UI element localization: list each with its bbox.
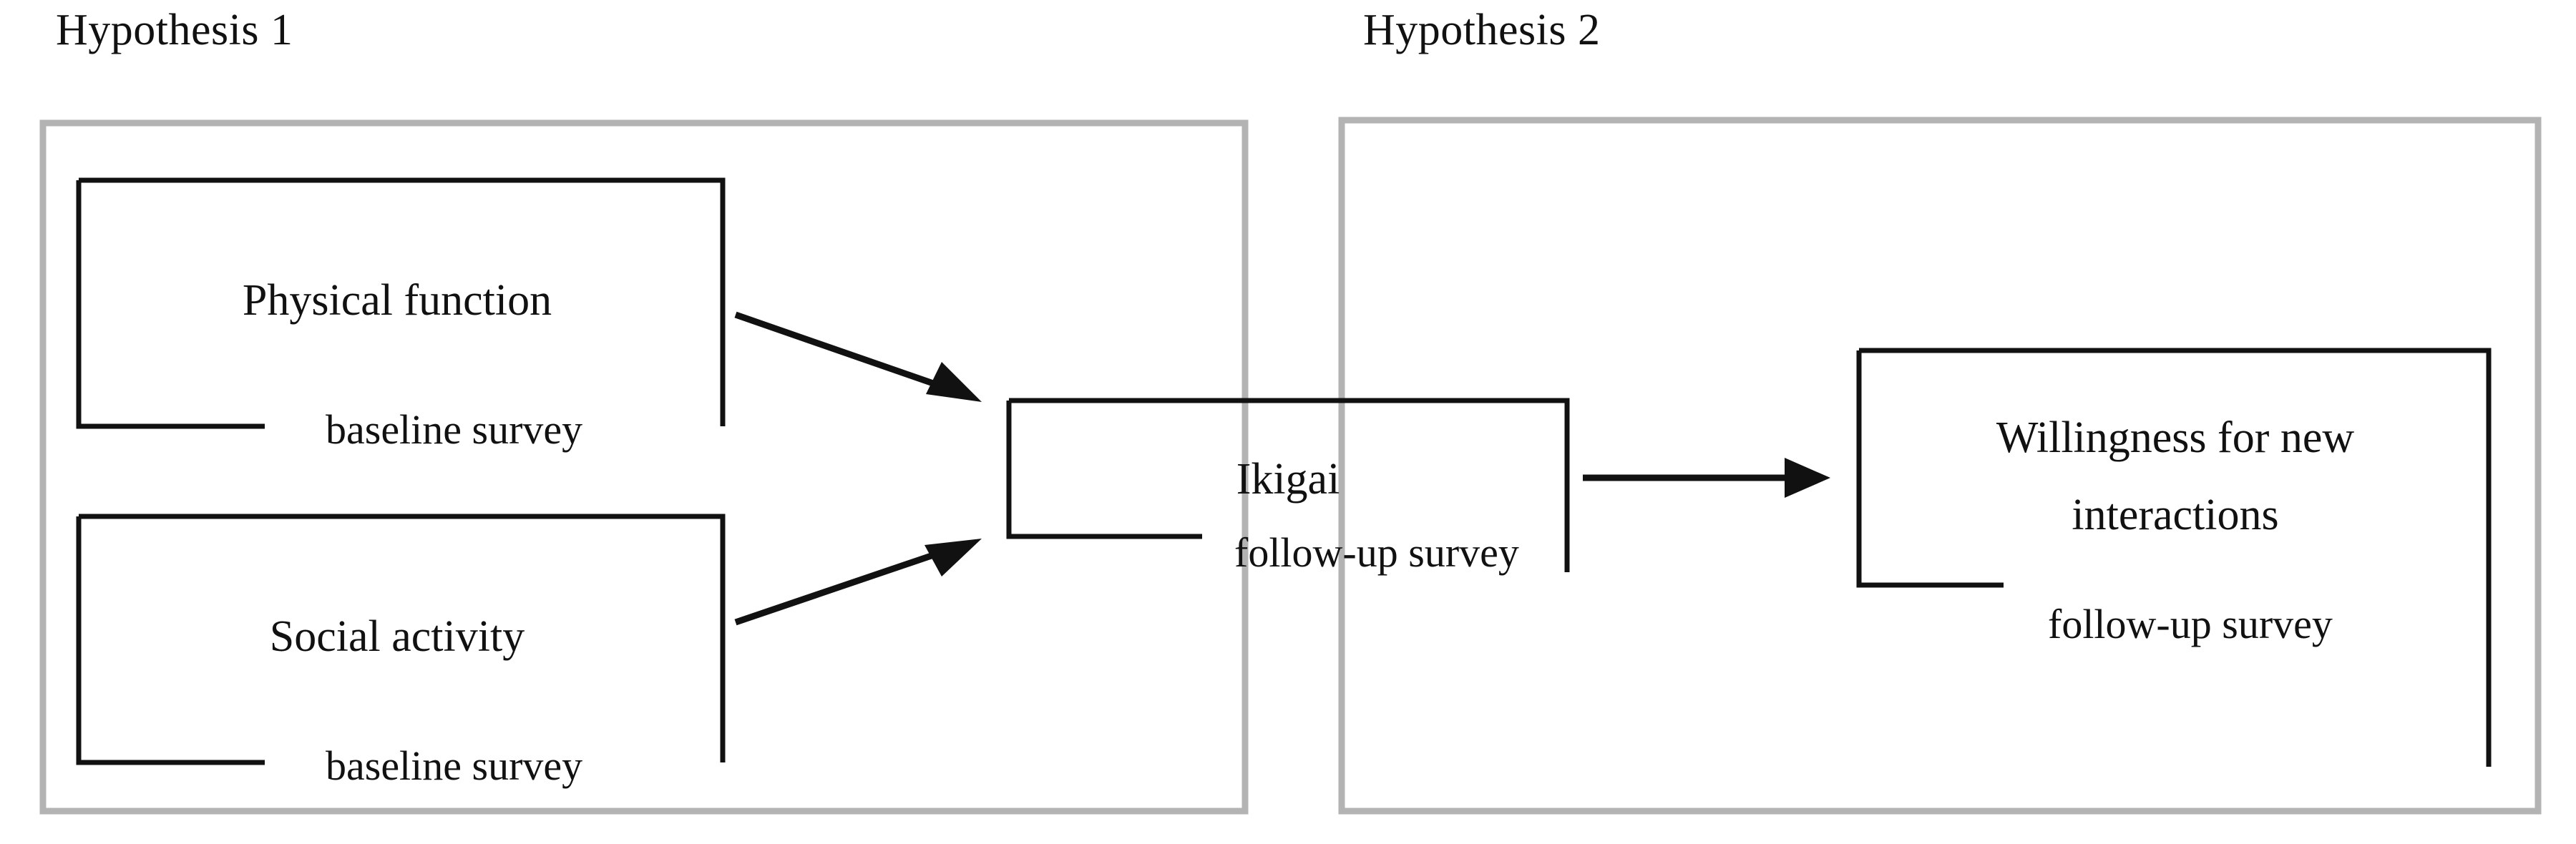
node-willingness-for-new-interactions[interactable]: Willingness for new interactions follow-… [1856, 348, 2492, 767]
arrow-1-shaft [734, 311, 953, 393]
arrow-physical-function-to-ikigai [734, 311, 982, 402]
node-ikigai[interactable]: Ikigai follow-up survey [1006, 398, 1570, 576]
hypothesis-2-label: Hypothesis 2 [1363, 6, 1601, 54]
social-activity-box-outline [76, 514, 726, 765]
ikigai-box-outline [1006, 398, 1570, 572]
arrow-social-activity-to-ikigai [734, 539, 982, 626]
arrow-ikigai-to-willingness [1583, 458, 1830, 498]
willingness-title-line-2: interactions [2072, 491, 2278, 539]
physical-function-title: Physical function [243, 276, 552, 325]
node-social-activity[interactable]: Social activity baseline survey [76, 514, 726, 789]
hypothesis-1-frame [39, 119, 1249, 815]
arrow-1-head [926, 362, 982, 402]
arrow-2-head [924, 539, 982, 576]
willingness-subtitle: follow-up survey [2048, 601, 2333, 647]
arrow-2-shaft [734, 546, 952, 626]
arrow-3-head [1785, 458, 1830, 498]
willingness-box-outline [1856, 348, 2492, 767]
physical-function-box-outline [76, 177, 726, 429]
social-activity-title: Social activity [270, 612, 525, 661]
hypothesis-2-frame [1338, 117, 2542, 815]
willingness-title-line-1: Willingness for new [1996, 413, 2355, 462]
hypothesis-1-label: Hypothesis 1 [56, 6, 293, 54]
social-activity-subtitle: baseline survey [326, 742, 582, 789]
ikigai-subtitle: follow-up survey [1234, 529, 1519, 576]
ikigai-title: Ikigai [1236, 455, 1340, 504]
physical-function-subtitle: baseline survey [326, 406, 582, 453]
node-physical-function[interactable]: Physical function baseline survey [76, 177, 726, 453]
